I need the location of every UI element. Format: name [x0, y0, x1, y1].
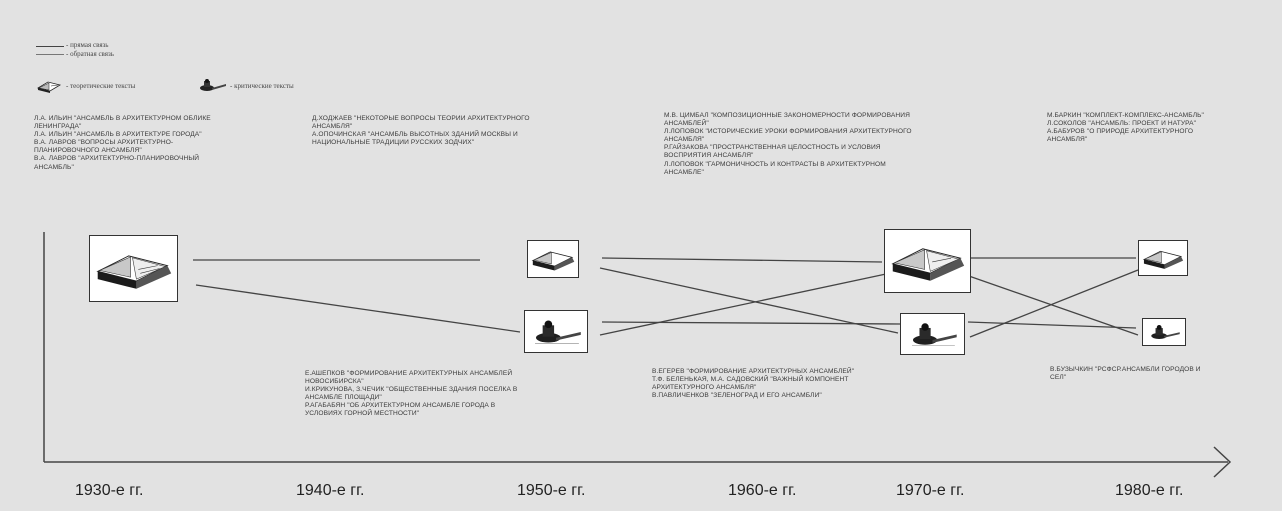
references-1960s: М.В. Цимбал "Композиционные закономернос… [664, 112, 1024, 177]
reference-line: восприятия ансамбля" [664, 152, 754, 160]
reference-line: Новосибирска" [305, 378, 364, 386]
decade-label-1960s: 1960-е гг. [728, 482, 797, 499]
reference-line: архитектурного ансамбля" [652, 384, 757, 392]
link-1950-1970-theory [601, 257, 883, 263]
reference-line: планировочного ансамбля" [34, 147, 142, 155]
reference-line: А.Опочинская "Ансамбль высотных зданий М… [312, 131, 518, 139]
open-book-icon [1142, 250, 1184, 269]
reference-line: Л.А. Ильин "Ансамбль в архитектурном обл… [34, 115, 211, 122]
reference-line: Е.Ашепков "Формирование архитектурных ан… [305, 370, 513, 377]
legend-direct-line [36, 46, 64, 47]
link-1930-1950-critique [195, 284, 521, 333]
reference-line: Л.Соколов "Ансамбль: проект и натура" [1047, 120, 1197, 128]
reference-line: Л.А. Ильин "Ансамбль в архитектуре город… [34, 131, 202, 139]
inkwell-pen-icon [1151, 325, 1180, 339]
reference-line: М.В. Цимбал "Композиционные закономернос… [664, 112, 910, 119]
decade-label-1930s: 1930-е гг. [75, 482, 144, 499]
legend-direct-label: - прямая связь [66, 41, 109, 49]
link-1970-1980-critique [967, 321, 1137, 329]
open-book-icon [891, 248, 965, 281]
legend-theoretical-label: - теоретические тексты [66, 82, 136, 90]
decade-label-1940s: 1940-е гг. [296, 482, 365, 499]
critique-node-1950s [524, 310, 588, 353]
reference-line: Ленинграда" [34, 123, 82, 131]
reference-line: ансамбля" [664, 136, 705, 144]
reference-line: Л.Лоповок "Гармоничность и контрасты в а… [664, 160, 886, 168]
inkwell-pen-icon [535, 320, 581, 344]
theory-node-1980s [1138, 240, 1188, 276]
reference-line: сел" [1050, 374, 1067, 382]
reference-line: Л.Лоповок "Исторические уроки формирован… [664, 128, 912, 136]
reference-line: В.А. Лавров "Архитектурно-планировочный [34, 155, 200, 163]
reference-line: А.Бабуров "О природе архитектурного [1047, 128, 1194, 136]
reference-line: ансамбле площади" [305, 394, 382, 402]
legend-critical-label: - критические тексты [230, 82, 294, 90]
axis-arrowhead [1213, 446, 1232, 478]
legend-feedback-line [36, 54, 64, 55]
reference-line: условиях горной местности" [305, 410, 420, 418]
critique-node-1970s [900, 313, 965, 355]
reference-line: ансамбле" [664, 168, 704, 176]
link-1950-theory-1970-critique [599, 267, 899, 334]
link-1970-theory-1980-critique [965, 274, 1139, 336]
reference-line: ансамбля" [312, 123, 353, 131]
reference-line: В.Бузычкин "РСФСР.Ансамбли городов и [1050, 366, 1201, 373]
link-1970-critique-1980-theory [969, 269, 1139, 338]
reference-line: В.Павличенков "Зеленоград и его ансамбли… [652, 392, 822, 400]
reference-line: И.Крикунова, З.Чечик "Общественные здани… [305, 386, 518, 394]
reference-line: ансамблей" [664, 120, 709, 128]
reference-line: ансамбль" [34, 163, 74, 171]
legend-feedback-label: - обратная связь [66, 50, 114, 58]
references-1950s: Е.Ашепков "Формирование архитектурных ан… [305, 370, 625, 419]
reference-line: В.А. Лавров "Вопросы архитектурно- [34, 139, 174, 147]
link-1950-critique-1970-theory [599, 273, 887, 336]
inkwell-pen-icon [198, 76, 228, 94]
critique-node-1980s [1142, 318, 1186, 346]
decade-label-1970s: 1970-е гг. [896, 482, 965, 499]
theory-node-1930s [89, 235, 178, 302]
reference-line: национальные традиции русских зодчих" [312, 139, 475, 147]
theory-node-1950s [527, 240, 579, 278]
reference-line: Д.Ходжаев "Некоторые вопросы теории архи… [312, 115, 530, 122]
decade-label-1980s: 1980-е гг. [1115, 482, 1184, 499]
reference-line: ансамбля" [1047, 136, 1088, 144]
references-1930s: Л.А. Ильин "Ансамбль в архитектурном обл… [34, 115, 274, 172]
inkwell-pen-icon [912, 323, 957, 346]
open-book-icon [96, 255, 172, 289]
reference-line: В.Егерев "Формирование архитектурных анс… [652, 368, 855, 375]
open-book-icon [36, 78, 62, 94]
references-1980s-bottom: В.Бузычкин "РСФСР.Ансамбли городов исел" [1050, 366, 1275, 382]
theory-node-1970s [884, 229, 971, 293]
open-book-icon [531, 251, 575, 271]
reference-line: Р.Гайзакова "Пространственная целостност… [664, 144, 881, 152]
references-1970s: В.Егерев "Формирование архитектурных анс… [652, 368, 982, 400]
references-1980s-top: М.Баркин "Комплект-комплекс-ансамбль"Л.С… [1047, 112, 1277, 144]
reference-line: М.Баркин "Комплект-комплекс-ансамбль" [1047, 112, 1205, 119]
reference-line: Т.Ф. Беленькая, М.А. Садовский "Важный к… [652, 376, 849, 384]
decade-label-1950s: 1950-е гг. [517, 482, 586, 499]
references-1940s: Д.Ходжаев "Некоторые вопросы теории архи… [312, 115, 642, 147]
link-1950-1970-critique [601, 321, 901, 325]
reference-line: Р.Агабабян "Об архитектурном ансамбле го… [305, 402, 496, 410]
